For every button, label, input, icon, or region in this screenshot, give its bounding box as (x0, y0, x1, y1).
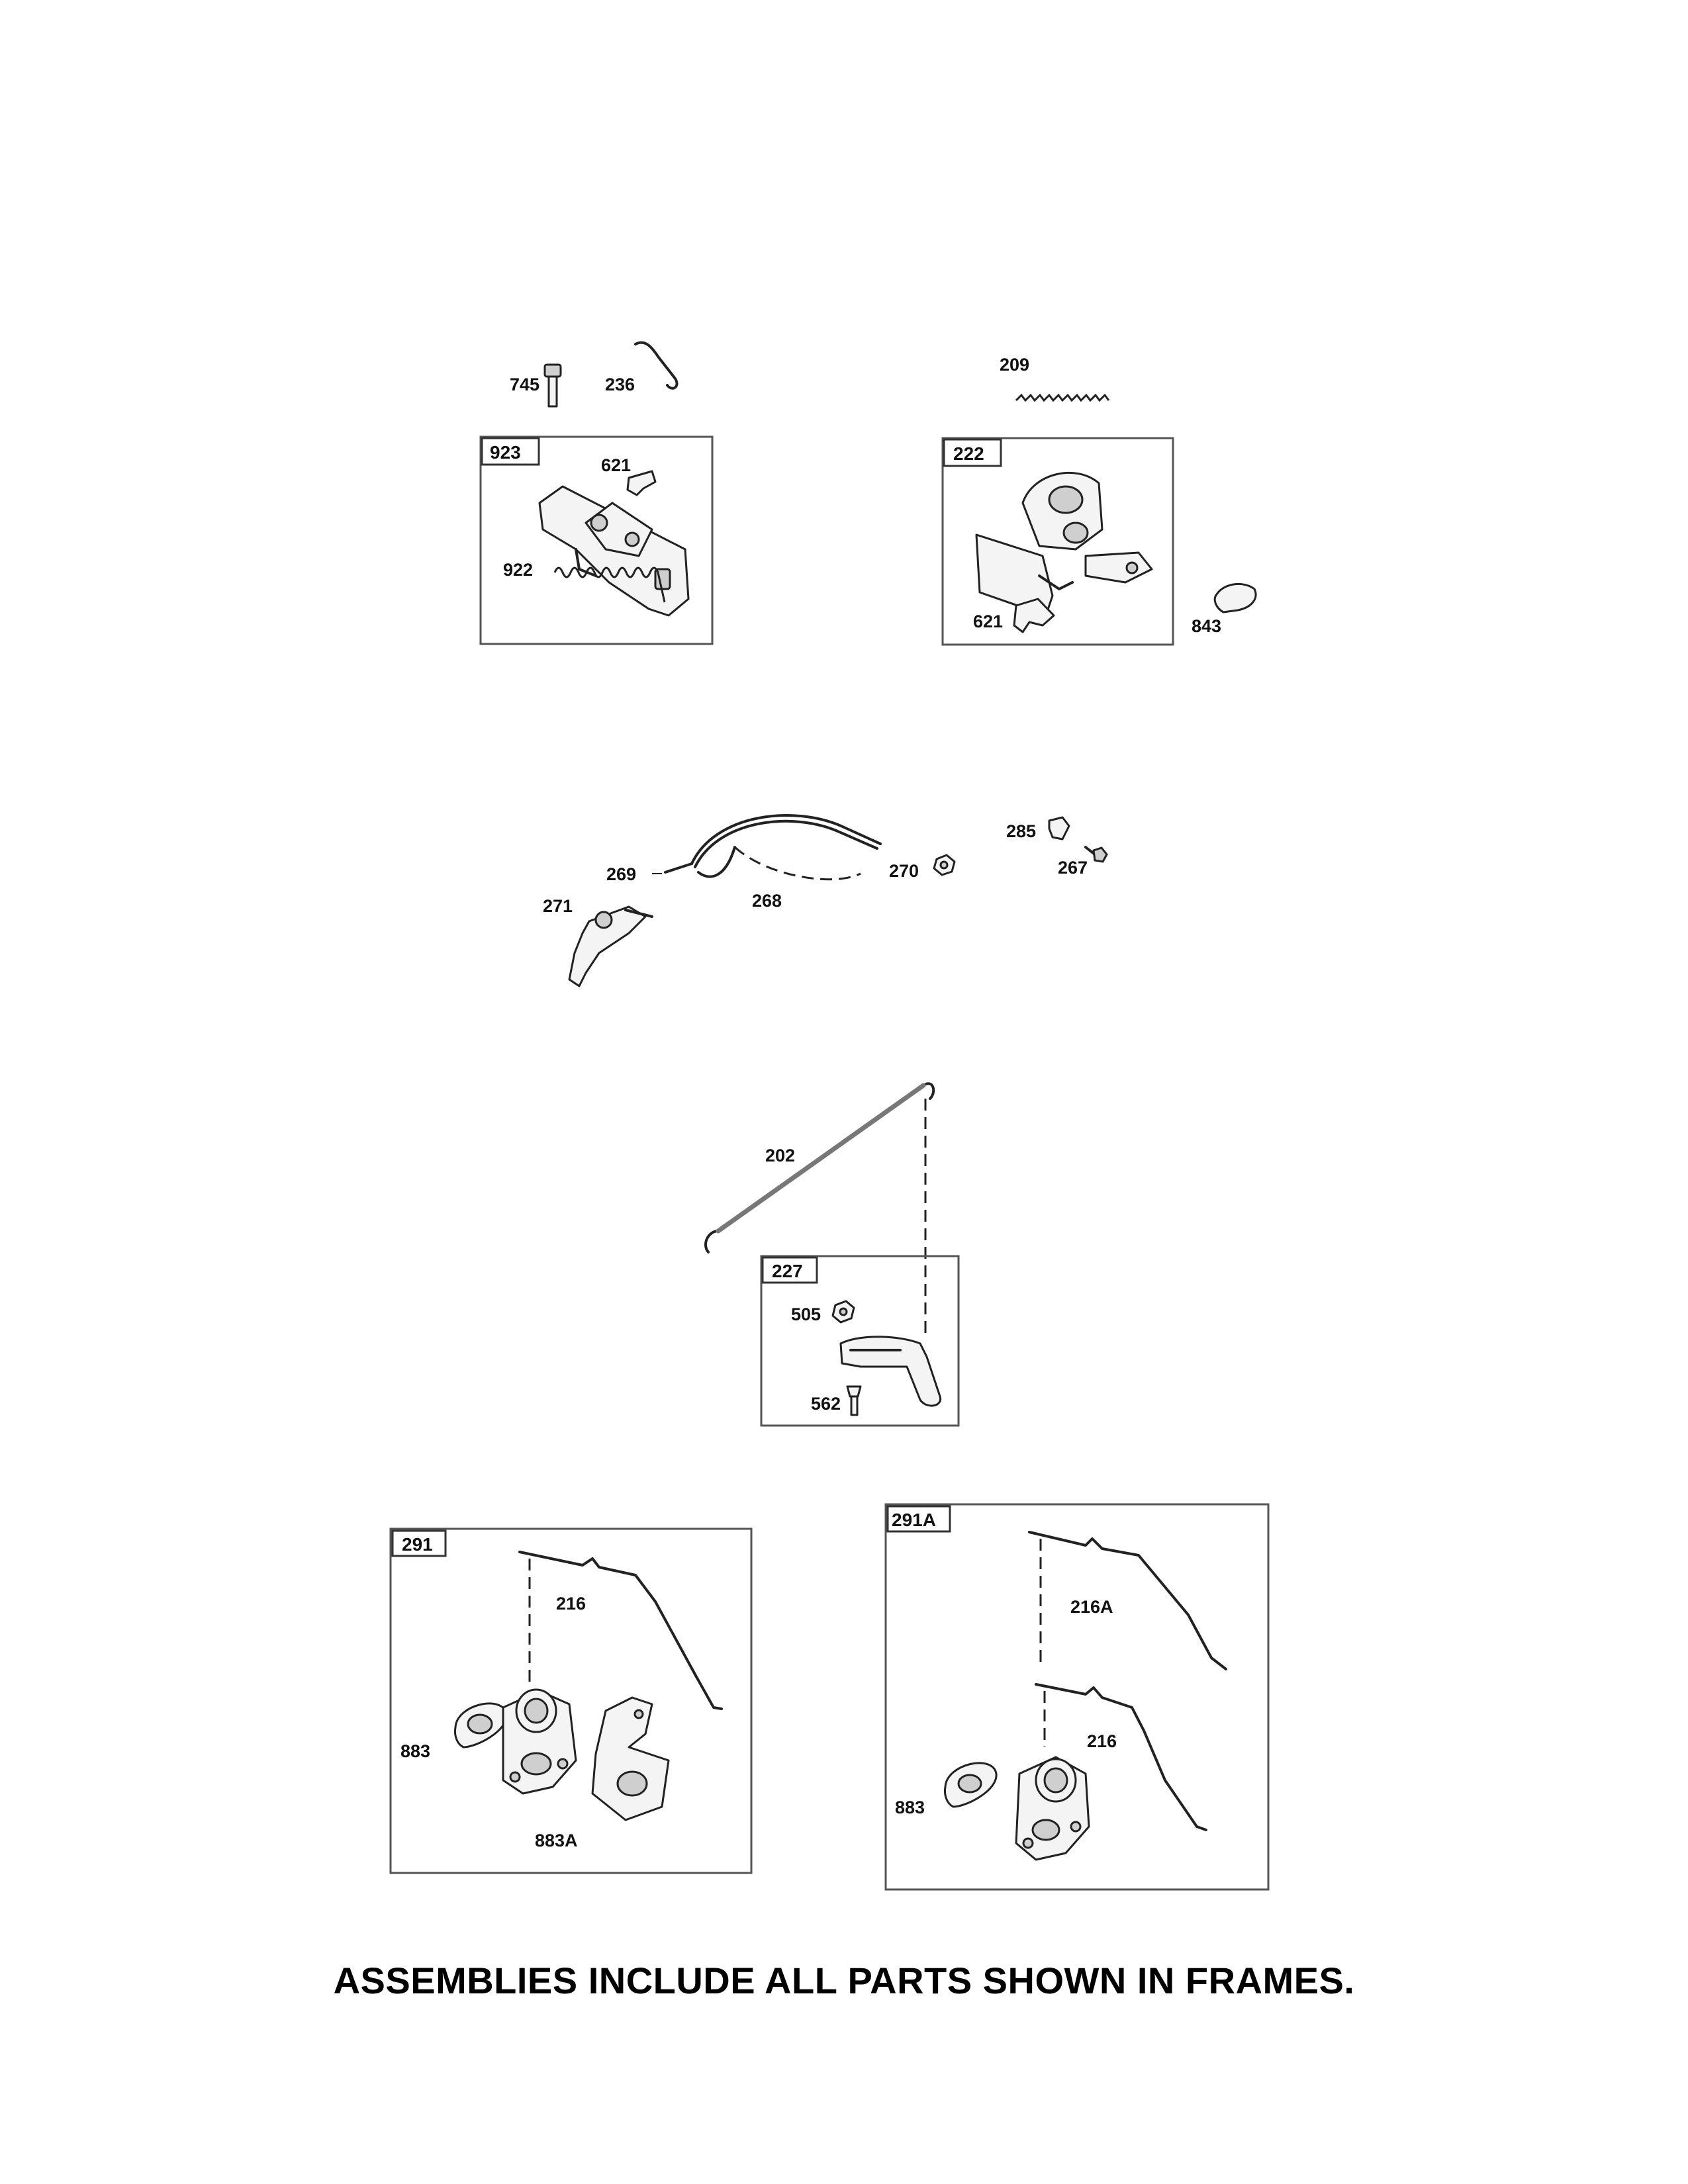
gasket-883-a (454, 1702, 508, 1749)
frame-tag-222 (943, 438, 1002, 467)
link-236 (634, 341, 679, 390)
frame-tag-227 (761, 1256, 818, 1284)
frame-291 (389, 1527, 753, 1874)
label-271: 271 (543, 896, 573, 916)
frame-923 (479, 435, 714, 645)
spring-209 (1015, 393, 1110, 402)
control-bracket-923 (538, 485, 690, 617)
label-216A: 216A (1070, 1597, 1113, 1617)
label-621-b: 621 (973, 612, 1003, 631)
label-922: 922 (503, 560, 533, 580)
label-270: 270 (889, 861, 919, 881)
frame-tag-291 (391, 1529, 447, 1557)
label-883-b: 883 (895, 1797, 925, 1817)
screw-562 (846, 1385, 862, 1416)
label-202: 202 (765, 1146, 795, 1165)
frame-tag-923 (481, 437, 540, 466)
screw-267 (1084, 846, 1108, 863)
clip-621-a (626, 470, 657, 496)
carburetor-adapter-291 (502, 1688, 577, 1795)
frame-label-923: 923 (490, 442, 521, 463)
spring-922 (553, 567, 666, 603)
assemblies-note: ASSEMBLIES INCLUDE ALL PARTS SHOWN IN FR… (333, 1960, 1355, 2001)
label-209: 209 (1000, 355, 1029, 375)
lever-271 (568, 905, 653, 987)
assembly-291-group: 291 216 883 883A (389, 1527, 753, 1874)
label-236: 236 (605, 375, 635, 394)
governor-bracket-227 (839, 1336, 942, 1407)
frame-222 (941, 437, 1174, 646)
label-285: 285 (1006, 821, 1036, 841)
control-bracket-222 (975, 472, 1153, 617)
label-562: 562 (811, 1394, 841, 1414)
label-216-b: 216 (1087, 1731, 1117, 1751)
label-745: 745 (510, 375, 539, 394)
cable-group: 269 268 270 285 267 271 (543, 814, 1108, 987)
frame-label-227: 227 (772, 1261, 803, 1281)
clamp-285 (1048, 816, 1070, 841)
label-267: 267 (1058, 858, 1088, 878)
cable-268-loop (733, 846, 861, 881)
label-268: 268 (752, 891, 782, 911)
assembly-222-group: 209 222 621 843 (941, 355, 1257, 646)
label-883A: 883A (535, 1831, 578, 1850)
frame-label-291A: 291A (892, 1510, 936, 1530)
wire-269 (664, 862, 693, 874)
frame-291A (884, 1503, 1270, 1891)
gasket-883-b (944, 1762, 998, 1808)
frame-227 (760, 1255, 960, 1427)
clip-621-b (1013, 598, 1055, 633)
link-202 (704, 1082, 935, 1253)
assembly-227-group: 202 227 505 562 (704, 1082, 960, 1427)
carburetor-adapter-291A (1015, 1756, 1090, 1861)
frame-label-222: 222 (953, 443, 984, 464)
linkage-216A (1028, 1531, 1227, 1670)
frame-tag-291A (886, 1505, 951, 1533)
bolt-745 (543, 363, 562, 408)
label-843: 843 (1192, 616, 1221, 636)
label-269: 269 (606, 864, 636, 884)
assembly-291A-group: 291A 216A 216 883 (884, 1503, 1270, 1891)
label-505: 505 (791, 1304, 821, 1324)
label-621-a: 621 (601, 455, 631, 475)
gasket-883A (591, 1696, 670, 1821)
linkage-216-a (518, 1551, 723, 1710)
cable-268 (690, 814, 882, 865)
label-216-a: 216 (556, 1594, 586, 1614)
linkage-216-b (1035, 1683, 1207, 1831)
frame-label-291: 291 (402, 1534, 433, 1555)
pad-843 (1213, 582, 1257, 614)
label-883-a: 883 (400, 1741, 430, 1761)
assembly-923-group: 745 236 923 621 922 (479, 341, 714, 645)
